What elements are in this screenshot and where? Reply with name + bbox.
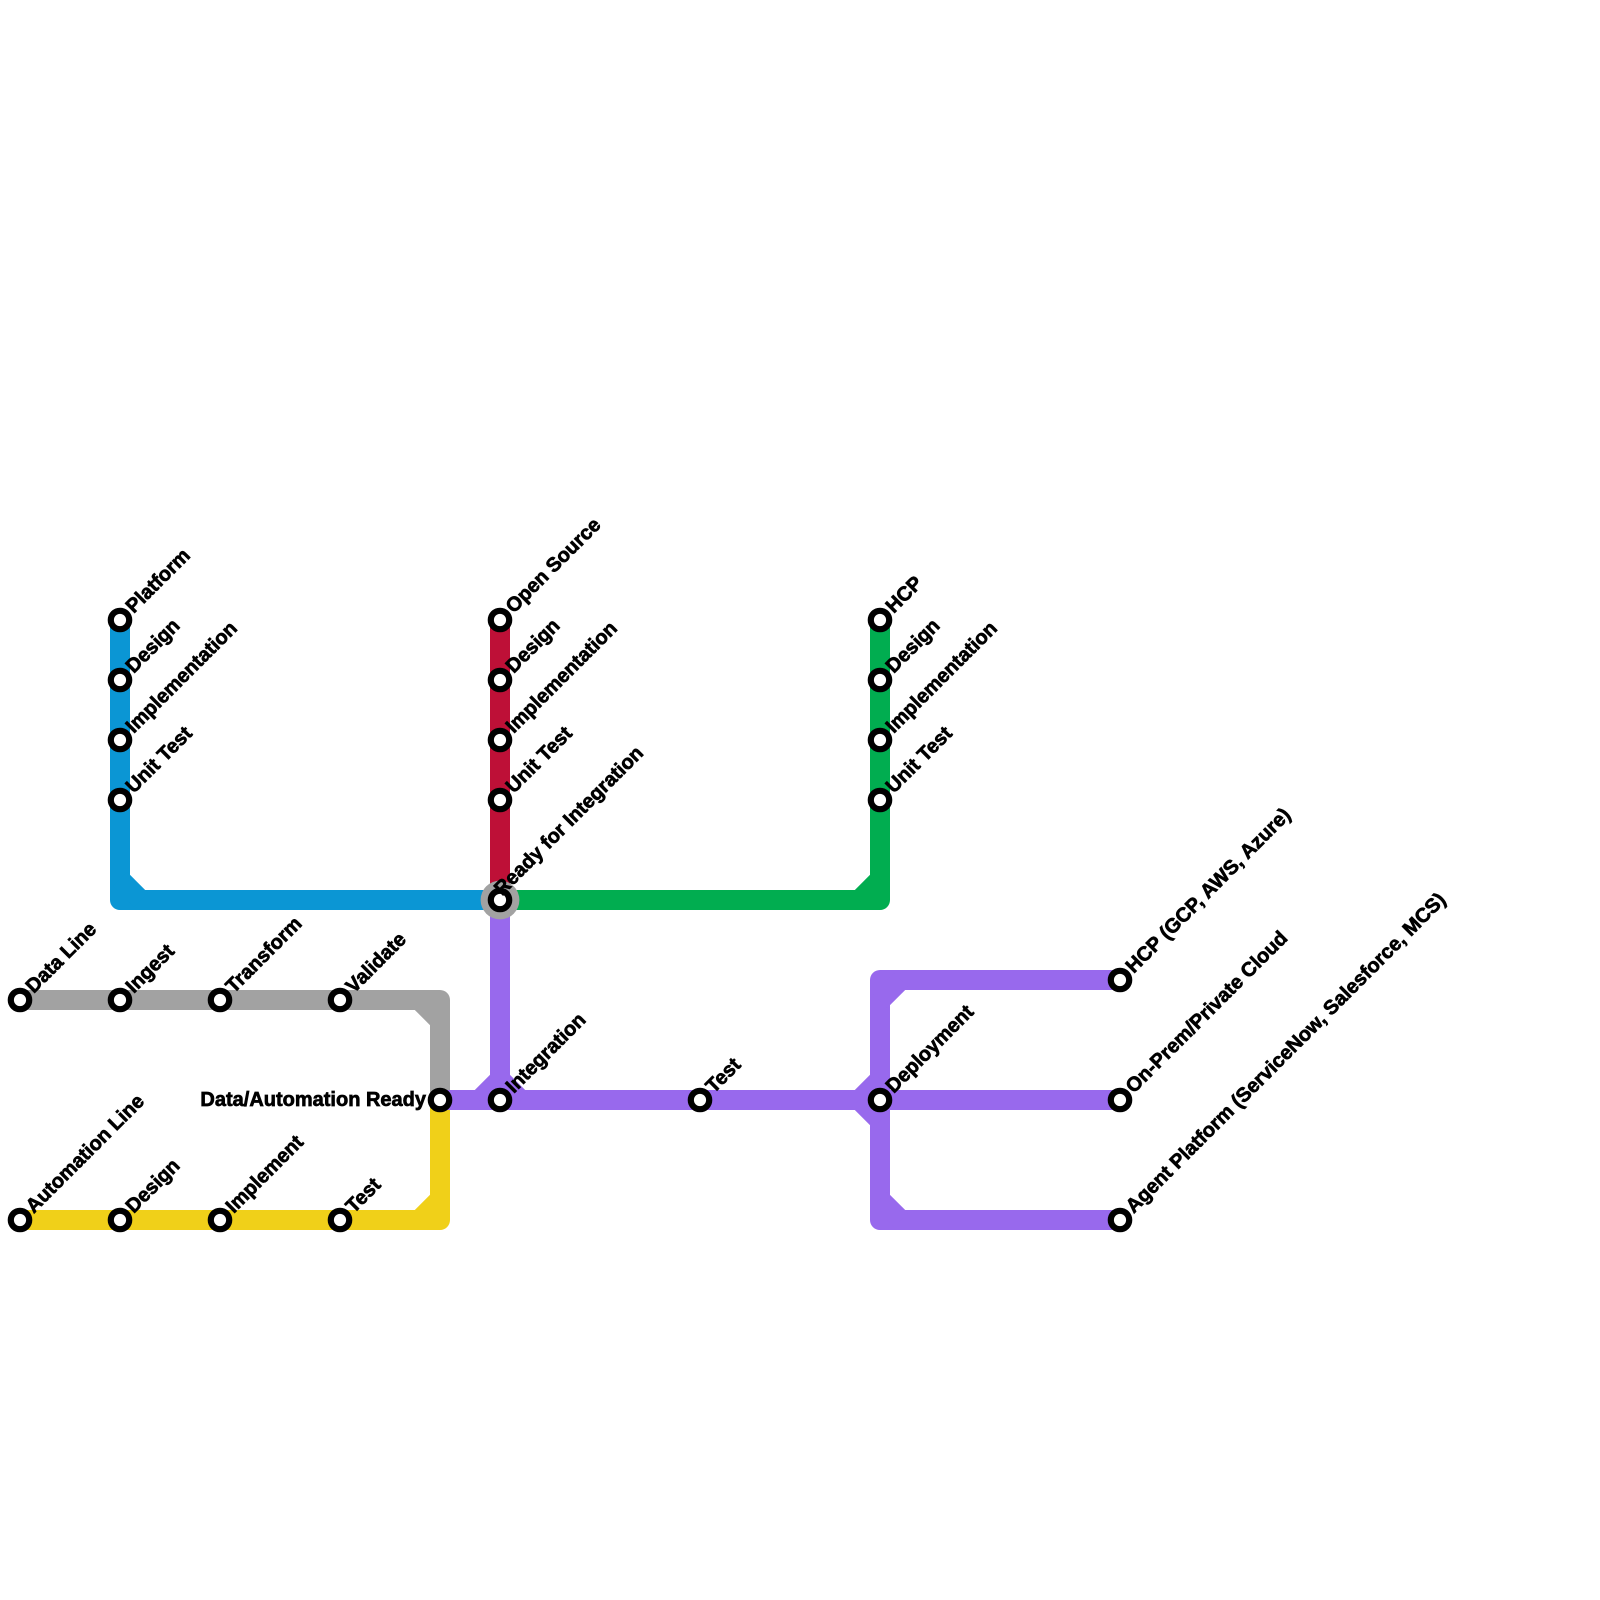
svg-text:Data/Automation Ready: Data/Automation Ready	[200, 1089, 426, 1111]
